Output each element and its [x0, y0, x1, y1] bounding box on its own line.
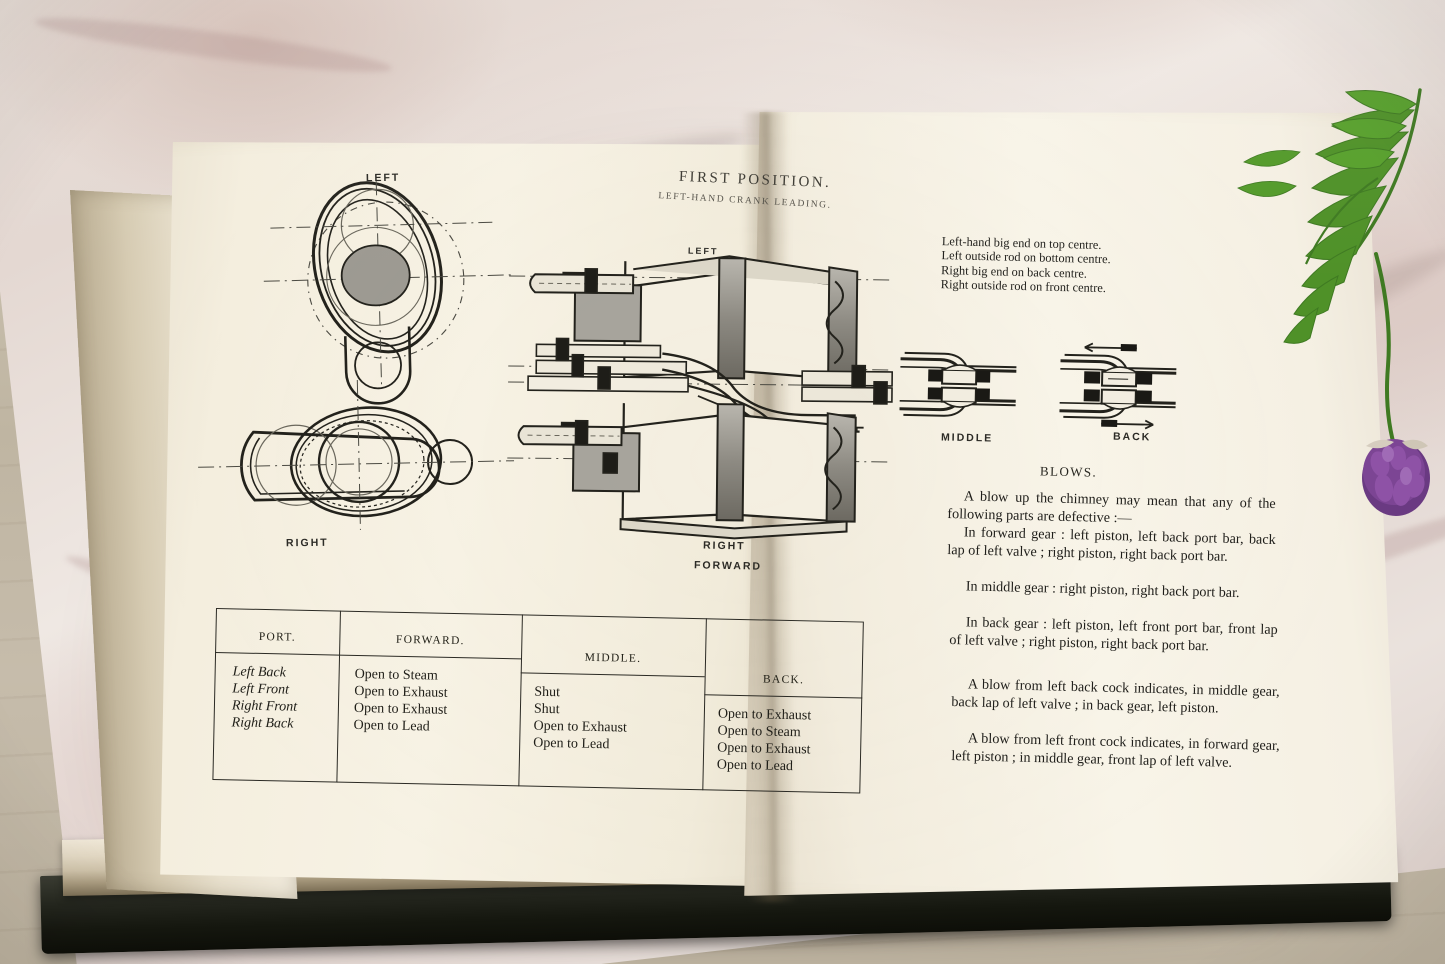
table-cell-port-2: Left Front	[232, 681, 290, 698]
table-cell-forward-3: Open to Exhaust	[353, 700, 448, 718]
table-cell-middle-3: Open to Exhaust	[533, 718, 628, 736]
blows-paragraph-6: A blow from left front cock indicates, i…	[951, 730, 1280, 773]
blows-paragraph-1-text: A blow up the chimney may mean that any …	[947, 488, 1276, 527]
right-crank-diagram	[194, 375, 517, 547]
blows-heading: BLOWS.	[1039, 463, 1098, 480]
table-cell-middle-1: Shut	[534, 684, 561, 701]
left-diagram-label: LEFT	[365, 171, 401, 185]
table-cell-port-4: Right Back	[231, 715, 294, 732]
right-diagram-label: RIGHT	[285, 536, 329, 550]
fern-frond	[1237, 70, 1445, 405]
blows-paragraph-4: In back gear : left piston, left front p…	[949, 614, 1278, 657]
left-crank-diagram	[247, 171, 533, 405]
centre-top-label: LEFT	[687, 245, 719, 257]
table-cell-port-1: Left Back	[232, 664, 287, 681]
blows-paragraph-2-text: In forward gear : left piston, left back…	[947, 524, 1276, 565]
table-cell-middle-2: Shut	[533, 701, 560, 718]
purple-clover-flower	[1330, 250, 1445, 555]
table-cell-forward-4: Open to Lead	[353, 717, 430, 735]
middle-valve-diagram	[897, 343, 1019, 430]
table-cell-back-4: Open to Lead	[716, 757, 794, 775]
table-header-port: PORT.	[258, 630, 297, 644]
centres-note: Left-hand big end on top centre. Left ou…	[937, 234, 1268, 300]
blows-paragraph-3-text: In middle gear : right piston, right bac…	[965, 578, 1240, 602]
table-cell-forward-2: Open to Exhaust	[354, 683, 448, 701]
port-table: PORT. FORWARD. MIDDLE. BACK. Left Back L…	[212, 608, 864, 794]
middle-valve-label: MIDDLE	[940, 431, 994, 445]
blows-paragraph-2: In forward gear : left piston, left back…	[947, 524, 1276, 567]
page-subtitle: LEFT-HAND CRANK LEADING.	[658, 191, 832, 211]
centre-bottom-label-1: RIGHT	[702, 539, 746, 553]
blows-paragraph-6-text: A blow from left front cock indicates, i…	[951, 730, 1280, 771]
back-valve-label: BACK	[1112, 430, 1152, 444]
table-cell-middle-4: Open to Lead	[533, 735, 610, 753]
page-title: FIRST POSITION.	[678, 168, 832, 192]
blows-paragraph-3: In middle gear : right piston, right bac…	[950, 578, 1278, 604]
blows-paragraph-5: A blow from left back cock indicates, in…	[951, 676, 1280, 719]
centre-bottom-label-2: FORWARD	[693, 559, 763, 573]
table-cell-back-2: Open to Steam	[717, 723, 801, 741]
back-valve-diagram	[1057, 339, 1179, 432]
table-cell-forward-1: Open to Steam	[354, 666, 438, 684]
blows-paragraph-4-text: In back gear : left piston, left front p…	[949, 614, 1278, 654]
table-cell-back-1: Open to Exhaust	[717, 706, 812, 724]
cylinder-section-diagram	[507, 226, 894, 555]
blows-paragraph-5-text: A blow from left back cock indicates, in…	[951, 676, 1280, 717]
table-cell-back-3: Open to Exhaust	[717, 740, 811, 758]
table-cell-port-3: Right Front	[231, 698, 298, 715]
